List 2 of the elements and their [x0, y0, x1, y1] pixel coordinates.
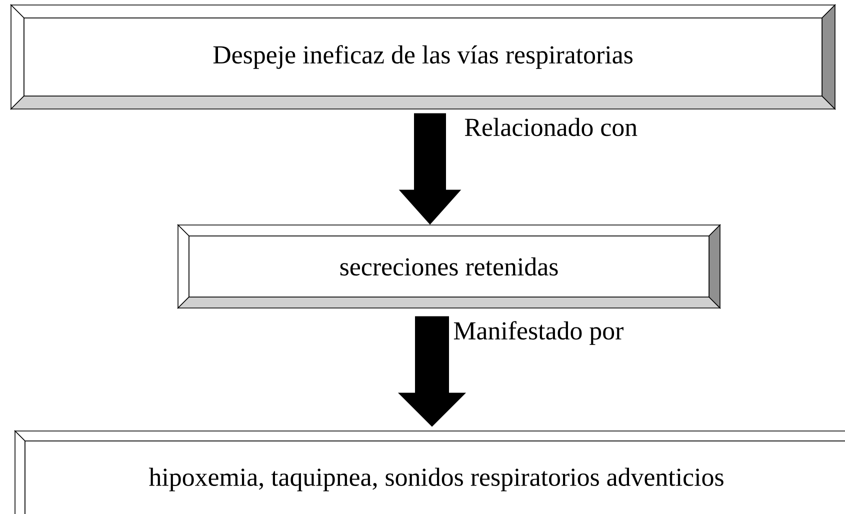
edge-label: Relacionado con — [463, 116, 639, 138]
edge-label: Manifestado por — [452, 320, 625, 346]
